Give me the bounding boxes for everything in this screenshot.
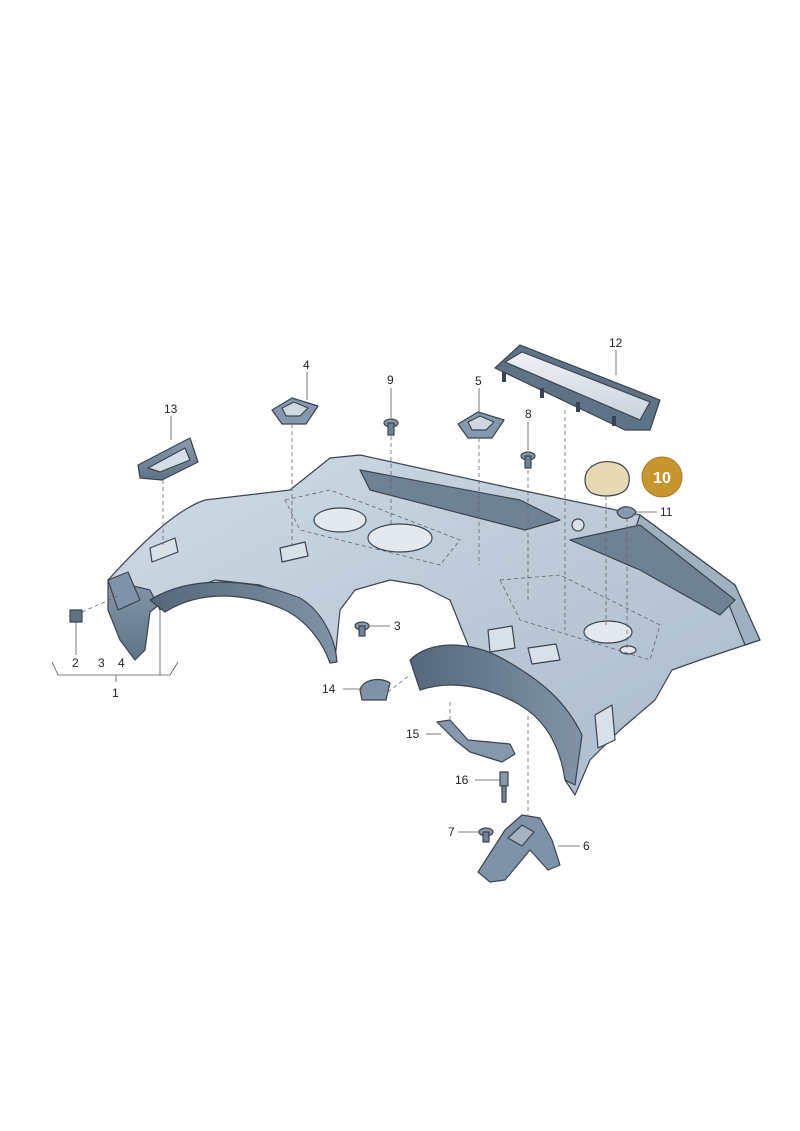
part-14-bumper bbox=[359, 678, 391, 701]
part-7-screw bbox=[478, 827, 494, 843]
part-labels: 1 2 3 4 3 4 5 6 7 8 9 10 11 12 13 14 15 … bbox=[72, 336, 683, 853]
part-8-screw bbox=[520, 451, 536, 469]
label-14[interactable]: 14 bbox=[322, 682, 336, 696]
label-13[interactable]: 13 bbox=[164, 402, 178, 416]
part-9-screw bbox=[383, 418, 399, 436]
label-11[interactable]: 11 bbox=[660, 505, 673, 519]
leader-lines bbox=[51, 350, 657, 847]
part-16-pin bbox=[499, 771, 509, 803]
label-8[interactable]: 8 bbox=[525, 407, 532, 421]
label-10-highlight-badge[interactable] bbox=[641, 456, 683, 498]
part-10-seal bbox=[584, 461, 630, 497]
label-7[interactable]: 7 bbox=[448, 825, 455, 839]
label-2[interactable]: 2 bbox=[72, 656, 79, 670]
parcel-shelf bbox=[107, 454, 761, 796]
label-6[interactable]: 6 bbox=[583, 839, 590, 853]
label-3-group[interactable]: 3 bbox=[98, 656, 105, 670]
part-15-bracket bbox=[436, 719, 516, 763]
label-12[interactable]: 12 bbox=[609, 336, 623, 350]
part-13-trim bbox=[137, 437, 199, 481]
label-10[interactable]: 10 bbox=[653, 470, 671, 487]
label-9[interactable]: 9 bbox=[387, 373, 394, 387]
label-1[interactable]: 1 bbox=[112, 686, 119, 700]
label-4[interactable]: 4 bbox=[303, 358, 310, 372]
part-5-clip bbox=[457, 411, 505, 439]
label-15[interactable]: 15 bbox=[406, 727, 420, 741]
label-16[interactable]: 16 bbox=[455, 773, 469, 787]
part-4-clip bbox=[271, 397, 319, 425]
part-6-support bbox=[477, 814, 561, 883]
label-5[interactable]: 5 bbox=[475, 374, 482, 388]
label-4-group[interactable]: 4 bbox=[118, 656, 125, 670]
part-12-cover-strip bbox=[494, 344, 661, 431]
part-3-screw bbox=[354, 621, 370, 637]
label-3[interactable]: 3 bbox=[394, 619, 401, 633]
part-2-clip bbox=[69, 609, 83, 623]
